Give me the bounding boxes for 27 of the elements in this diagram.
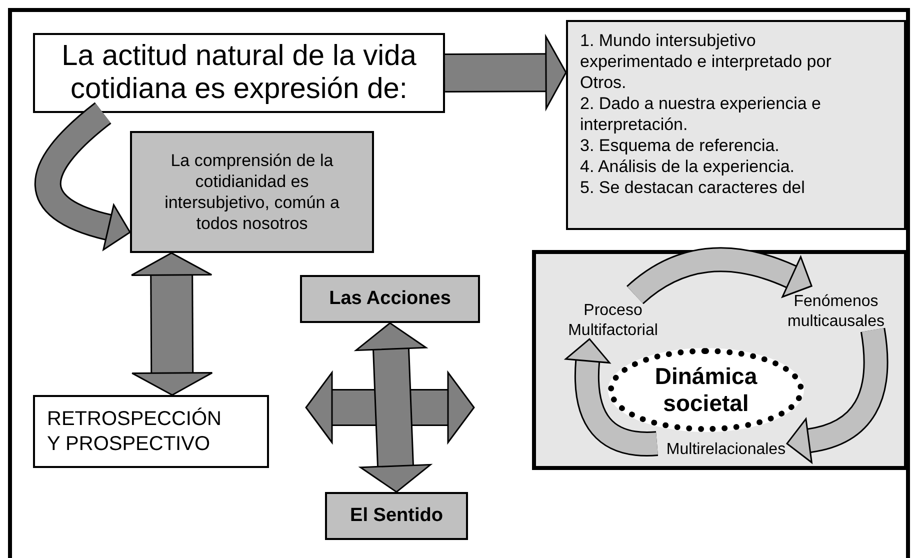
curved-block-arrow <box>34 102 131 250</box>
statement-box <box>33 33 445 113</box>
list-item: 1. Mundo intersubjetivo experimentado e interpretado por Otros. <box>580 30 832 93</box>
curved-block-arrow <box>566 338 658 456</box>
node-text: La actitud natural de la vida cotidiana es expresión de: <box>60 40 418 106</box>
node-text: Multirelacionales <box>665 440 787 460</box>
block-arrow <box>444 36 567 110</box>
four-way-arrow <box>305 322 475 493</box>
node-text: RETROSPECCIÓN Y PROSPECTIVO <box>47 406 222 456</box>
node-text: Las Acciones <box>328 286 452 311</box>
node-text: Proceso Multifactorial <box>567 301 659 341</box>
block-arrow <box>130 252 213 396</box>
node-text: Dinámica societal <box>654 363 758 417</box>
list-item: 3. Esquema de referencia. <box>580 135 780 156</box>
label-box <box>300 275 480 323</box>
list-item: 5. Se destacan caracteres del <box>580 177 805 198</box>
node-text: El Sentido <box>349 504 444 528</box>
curved-block-arrow <box>626 247 812 305</box>
process-box <box>33 395 269 468</box>
curved-block-arrow <box>786 328 888 462</box>
process-box <box>130 131 374 253</box>
node-text: La comprensión de la cotidianidad es intersubjetivo, común a todos nosotros <box>164 150 340 234</box>
list-box <box>566 20 906 230</box>
list-item: 2. Dado a nuestra experiencia e interpretación. <box>580 93 822 135</box>
list-item: 4. Análisis de la experiencia. <box>580 156 795 177</box>
node-text: Fenómenos multicausales <box>786 292 886 332</box>
label-box <box>325 492 468 540</box>
